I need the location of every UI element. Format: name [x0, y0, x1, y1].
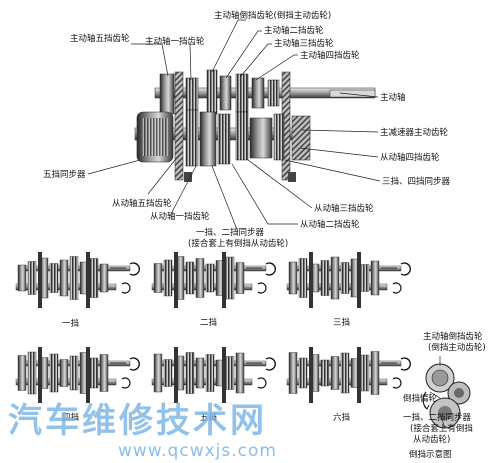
caption-gear-1: 一挡 [62, 318, 79, 329]
main-leader-lines [87, 19, 381, 233]
label-rev-sync: 一挡、二挡同步器 [403, 412, 472, 423]
label-sync-12-note: (接合套上有倒挡从动齿轮) [188, 238, 288, 249]
reverse-gear-illustration [422, 363, 471, 429]
gear-panel-6 [286, 347, 411, 403]
label-rev-main-gear-note: (倒挡主动齿轮) [428, 342, 486, 353]
gear-panel-2 [151, 252, 276, 308]
caption-gear-2: 二挡 [200, 317, 217, 328]
label-main-3rd-gear: 主动轴三挡齿轮 [274, 38, 334, 49]
watermark-title: 汽车维修技术网 [8, 401, 267, 441]
label-driven-2nd-gear: 从动轴二挡齿轮 [300, 219, 360, 230]
label-driven-1st-gear: 从动轴一挡齿轮 [150, 211, 210, 222]
gear-panels [15, 252, 411, 403]
label-main-4th-gear: 主动轴四挡齿轮 [300, 50, 360, 61]
label-main-shaft: 主动轴 [380, 92, 406, 103]
caption-gear-3: 三挡 [333, 317, 350, 328]
label-rev-sync-note1: (接合套上有倒挡 [410, 423, 473, 434]
label-sync-12: 一挡、二挡同步器 [196, 227, 265, 238]
watermark-url: www.qcwxjs.com [118, 441, 277, 461]
label-driven-4th-gear: 从动轴四挡齿轮 [380, 152, 440, 163]
main-gearbox-illustration [134, 69, 376, 182]
panel-captions: 一挡 二挡 三挡 四挡 五挡 六挡 [62, 317, 350, 423]
label-rev-idler: 倒挡惰轮 [403, 393, 438, 404]
gear-panel-4 [15, 347, 140, 403]
main-labels: 主动轴五挡齿轮 主动轴一挡齿轮 主动轴倒挡齿轮(倒挡主动齿轮) 主动轴二挡齿轮 … [43, 10, 451, 249]
gear-panel-1 [15, 252, 140, 308]
label-driven-5th-gear: 从动轴五挡齿轮 [112, 198, 172, 209]
reverse-leader-lines [429, 356, 446, 429]
label-main-1st-gear: 主动轴一挡齿轮 [145, 36, 205, 47]
label-final-drive-gear: 主减速器主动齿轮 [380, 127, 449, 138]
label-main-5th-gear: 主动轴五挡齿轮 [70, 33, 130, 44]
label-driven-3rd-gear: 从动轴三挡齿轮 [314, 203, 374, 214]
caption-gear-4: 四挡 [62, 412, 79, 423]
reverse-labels: 主动轴倒挡齿轮 (倒挡主动齿轮) 倒挡惰轮 一挡、二挡同步器 (接合套上有倒挡 … [403, 331, 486, 460]
label-main-2nd-gear: 主动轴二挡齿轮 [264, 25, 324, 36]
caption-reverse: 倒挡示意图 [409, 449, 452, 460]
label-rev-main-gear: 主动轴倒挡齿轮 [423, 331, 483, 342]
caption-gear-6: 六挡 [333, 412, 350, 423]
label-sync-34: 三挡、四挡同步器 [382, 176, 451, 187]
gear-panel-3 [286, 252, 411, 308]
watermark: 汽车维修技术网 www.qcwxjs.com [8, 401, 277, 461]
caption-gear-5: 五挡 [200, 412, 217, 423]
gear-panel-5 [151, 347, 276, 403]
label-sync-5: 五挡同步器 [43, 169, 86, 180]
label-main-reverse-gear: 主动轴倒挡齿轮(倒挡主动齿轮) [214, 10, 331, 21]
label-rev-sync-note2: 从动齿轮) [413, 434, 450, 445]
